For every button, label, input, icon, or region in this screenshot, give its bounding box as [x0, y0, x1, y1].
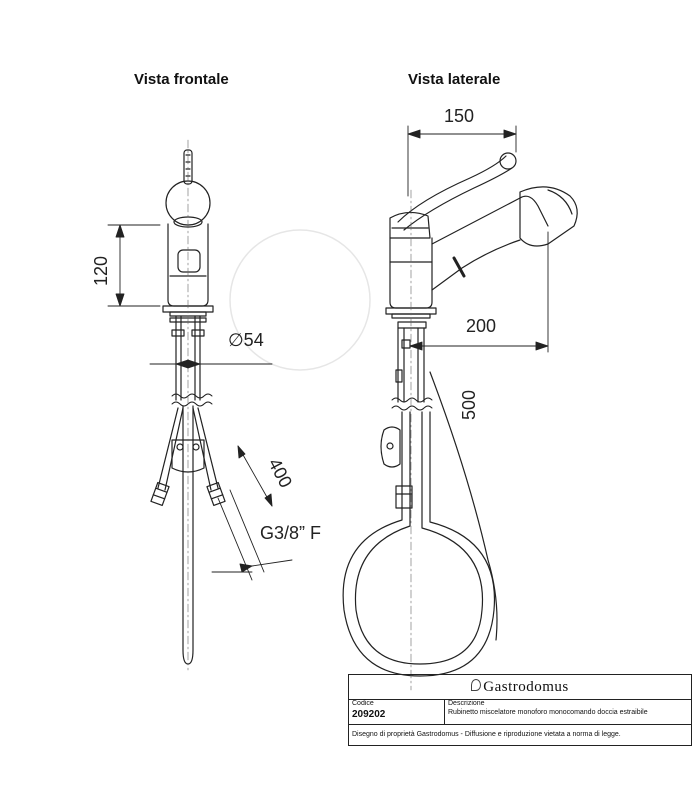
- front-view-faucet: [150, 139, 226, 671]
- code-value: 209202: [352, 709, 386, 720]
- description-value: Rubinetto miscelatore monoforo monocoman…: [448, 709, 648, 716]
- dim-54-label: ∅54: [228, 330, 264, 350]
- front-view-title: Vista frontale: [134, 71, 229, 88]
- dim-120-label: 120: [91, 255, 111, 286]
- dim-500-label: 500: [459, 389, 479, 420]
- code-cell: Codice 209202: [349, 699, 445, 725]
- dim-400-lines: [237, 445, 273, 507]
- dim-200-label: 200: [466, 316, 497, 336]
- side-hose-weight: [380, 426, 401, 468]
- side-spout: [431, 195, 549, 245]
- side-lever-handle: [397, 155, 507, 223]
- dim-150-lines: [407, 125, 517, 197]
- brand-name: Gastrodomus: [483, 679, 569, 695]
- dim-54-lines: [149, 359, 273, 369]
- leaf-logo-icon: [471, 679, 482, 691]
- front-knob: [165, 180, 211, 226]
- side-view-faucet: [342, 152, 578, 691]
- front-left-hose: [157, 407, 179, 489]
- dim-150-label: 150: [444, 106, 475, 126]
- description-cell: Descrizione Rubinetto miscelatore monofo…: [445, 699, 691, 725]
- dim-thread-lines: [211, 489, 293, 581]
- copyright-notice: Disegno di proprietà Gastrodomus - Diffu…: [352, 731, 621, 738]
- dim-thread-label: G3/8” F: [260, 523, 322, 543]
- title-block: Gastrodomus Codice 209202 Descrizione Ru…: [348, 674, 692, 746]
- front-right-hose: [197, 407, 219, 489]
- side-spray-head: [519, 186, 578, 247]
- dim-200-lines: [409, 231, 549, 353]
- brand-header: Gastrodomus: [349, 675, 691, 700]
- side-view-title: Vista laterale: [408, 71, 501, 88]
- side-hose-loop: [342, 411, 496, 677]
- watermark: [229, 229, 371, 371]
- front-bracket: [171, 439, 205, 473]
- description-label: Descrizione: [448, 700, 485, 707]
- side-cap: [389, 211, 431, 239]
- side-hose-nut: [395, 485, 413, 509]
- dim-120-lines: [107, 224, 161, 307]
- side-pullout-arc: [429, 371, 498, 641]
- front-spout-outlet: [177, 249, 201, 273]
- code-label: Codice: [352, 700, 374, 707]
